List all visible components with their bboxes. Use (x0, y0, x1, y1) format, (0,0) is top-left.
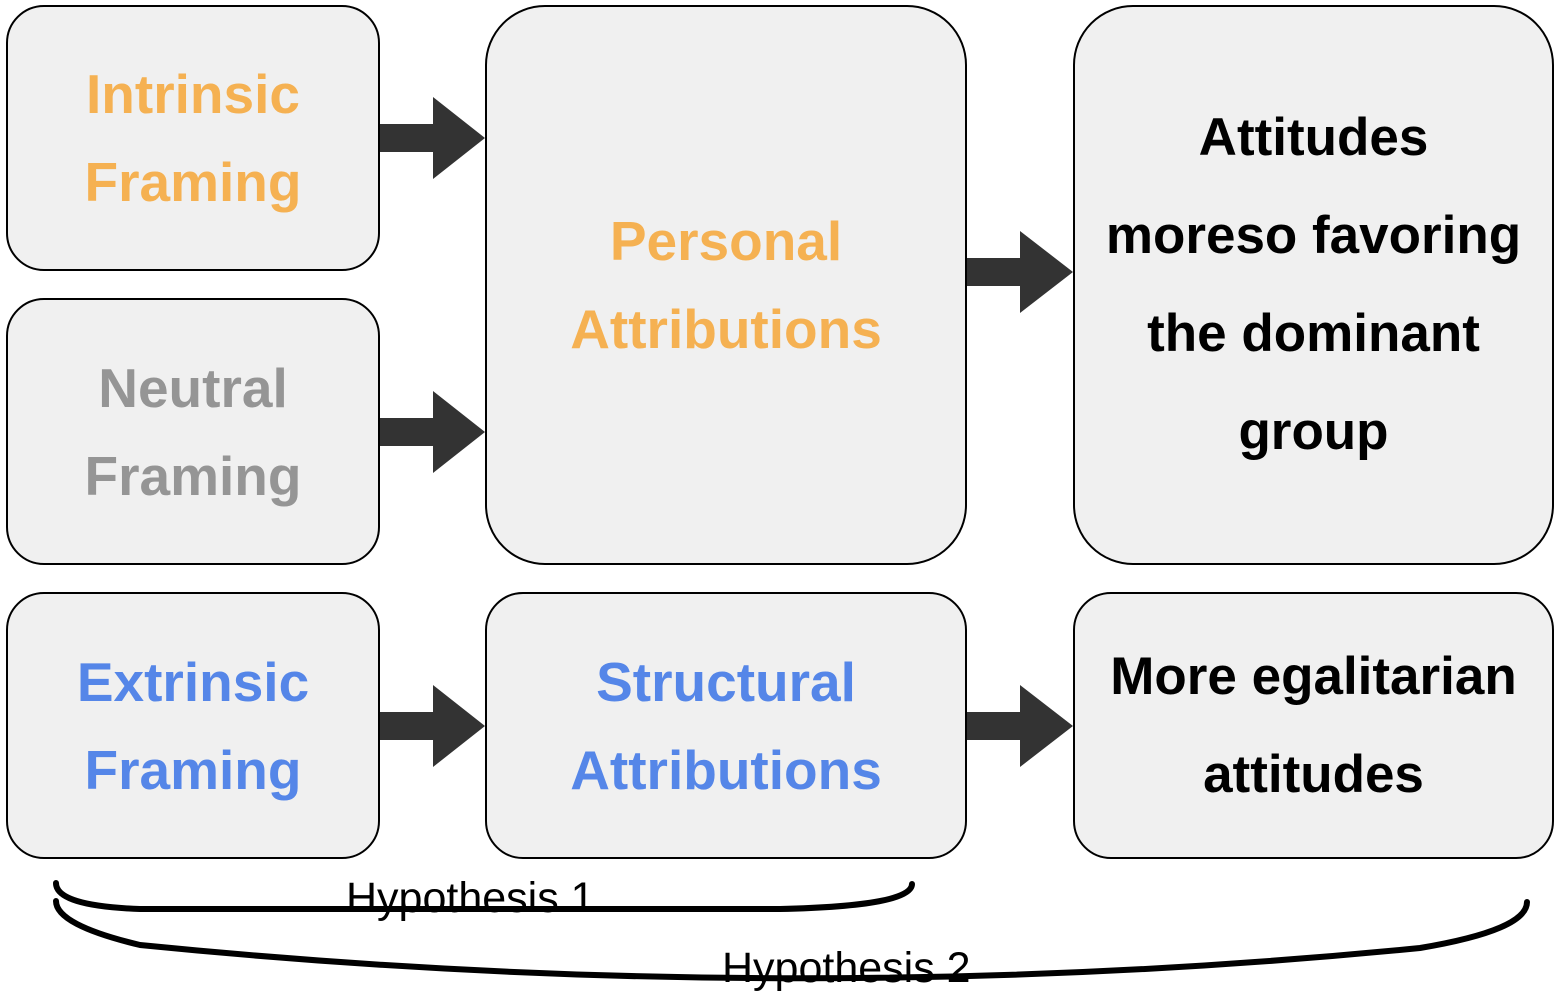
arrow-neutral-to-personal (380, 391, 485, 473)
hypothesis-1-bracket (53, 880, 915, 912)
structural-attributions-box: Structural Attributions (485, 592, 967, 859)
neutral-framing-line-1: Neutral (98, 356, 288, 419)
egalitarian-attitudes-line-2: attitudes (1203, 744, 1424, 804)
neutral-framing-box: Neutral Framing (6, 298, 380, 565)
dominant-attitudes-line-2: moreso favoring (1105, 206, 1522, 265)
structural-attributions-line-1: Structural (596, 650, 856, 713)
dominant-group-attitudes-box: Attitudes moreso favoring the dominant g… (1073, 5, 1554, 565)
arrow-structural-to-egalitarian (967, 685, 1073, 767)
personal-attributions-line-2: Attributions (570, 298, 882, 360)
arrow-extrinsic-to-structural (380, 685, 485, 767)
intrinsic-framing-box: Intrinsic Framing (6, 5, 380, 271)
structural-attributions-line-2: Attributions (570, 738, 882, 801)
extrinsic-framing-box: Extrinsic Framing (6, 592, 380, 859)
intrinsic-framing-line-1: Intrinsic (86, 63, 300, 125)
neutral-framing-line-2: Framing (84, 444, 302, 507)
egalitarian-attitudes-box: More egalitarian attitudes (1073, 592, 1554, 859)
hypothesis-1-label: Hypothesis 1 (346, 874, 595, 922)
personal-attributions-line-1: Personal (609, 210, 843, 272)
dominant-attitudes-line-3: the dominant (1147, 304, 1480, 363)
arrow-intrinsic-to-personal (380, 97, 485, 179)
hypothesis-2-label: Hypothesis 2 (722, 944, 971, 992)
egalitarian-attitudes-line-1: More egalitarian (1110, 646, 1517, 706)
dominant-attitudes-line-1: Attitudes (1198, 108, 1429, 167)
extrinsic-framing-line-2: Framing (84, 738, 302, 801)
arrow-personal-to-dominant (967, 231, 1073, 313)
hypothesis-2-bracket (53, 898, 1530, 982)
intrinsic-framing-line-2: Framing (84, 151, 302, 213)
extrinsic-framing-line-1: Extrinsic (76, 650, 310, 713)
dominant-attitudes-line-4: group (1238, 402, 1389, 461)
personal-attributions-box: Personal Attributions (485, 5, 967, 565)
